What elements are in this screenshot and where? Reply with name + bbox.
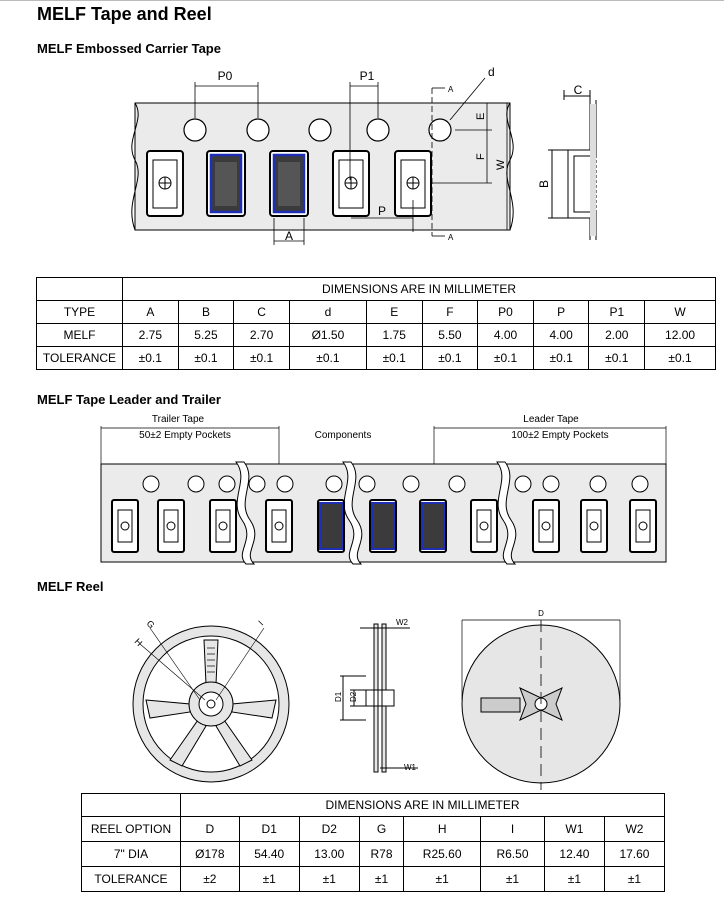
label-d: d bbox=[488, 65, 495, 79]
tape-wavy-edge-left bbox=[131, 102, 139, 231]
label-w2: W2 bbox=[396, 618, 409, 627]
reel-title: MELF Reel bbox=[37, 579, 104, 594]
reel-dimension-table: DIMENSIONS ARE IN MILLIMETER REEL OPTION… bbox=[81, 793, 666, 892]
leader-sub: 100±2 Empty Pockets bbox=[511, 430, 608, 441]
leader-trailer-title: MELF Tape Leader and Trailer bbox=[37, 392, 221, 407]
trailer-title: Trailer Tape bbox=[152, 414, 205, 425]
top-rule bbox=[0, 0, 724, 1]
carrier-tape-title: MELF Embossed Carrier Tape bbox=[37, 41, 221, 56]
label-w1: W1 bbox=[404, 763, 417, 772]
table-row: TOLERANCE±2±1±1±1±1±1±1±1 bbox=[81, 866, 666, 892]
leader-sprocket-holes bbox=[142, 475, 649, 493]
leader-pockets bbox=[111, 499, 657, 553]
label-i: I bbox=[256, 619, 265, 628]
tape-break-1 bbox=[234, 461, 256, 565]
tape-break-3 bbox=[495, 461, 517, 565]
reel-front-view: G H I bbox=[132, 618, 290, 783]
label-w: W bbox=[495, 159, 507, 170]
reel-back-view bbox=[461, 619, 621, 790]
label-f: F bbox=[475, 153, 487, 160]
label-section-top: A bbox=[448, 85, 454, 94]
tape-wavy-edge-right bbox=[506, 102, 514, 231]
label-b: B bbox=[537, 180, 551, 188]
sprocket-holes bbox=[183, 118, 452, 142]
leader-title: Leader Tape bbox=[523, 414, 579, 425]
label-p1: P1 bbox=[360, 69, 375, 83]
label-d1: D1 bbox=[334, 691, 343, 702]
label-reel-d: D bbox=[538, 609, 544, 618]
page-title: MELF Tape and Reel bbox=[37, 4, 212, 24]
label-a: A bbox=[285, 229, 293, 243]
label-g: G bbox=[145, 618, 157, 630]
label-h: H bbox=[133, 636, 145, 648]
label-p: P bbox=[378, 204, 386, 218]
label-p0: P0 bbox=[218, 69, 233, 83]
label-d2: D2 bbox=[349, 691, 358, 702]
components-label: Components bbox=[315, 430, 372, 441]
label-c: C bbox=[574, 83, 583, 97]
reel-table-header: DIMENSIONS ARE IN MILLIMETER bbox=[180, 793, 665, 817]
label-e: E bbox=[475, 113, 487, 120]
trailer-sub: 50±2 Empty Pockets bbox=[139, 430, 231, 441]
table-row: TOLERANCE±0.1±0.1±0.1±0.1±0.1±0.1±0.1±0.… bbox=[36, 346, 716, 370]
label-section-bottom: A bbox=[448, 233, 454, 242]
pockets bbox=[146, 150, 432, 217]
reel-side-view bbox=[340, 623, 418, 773]
